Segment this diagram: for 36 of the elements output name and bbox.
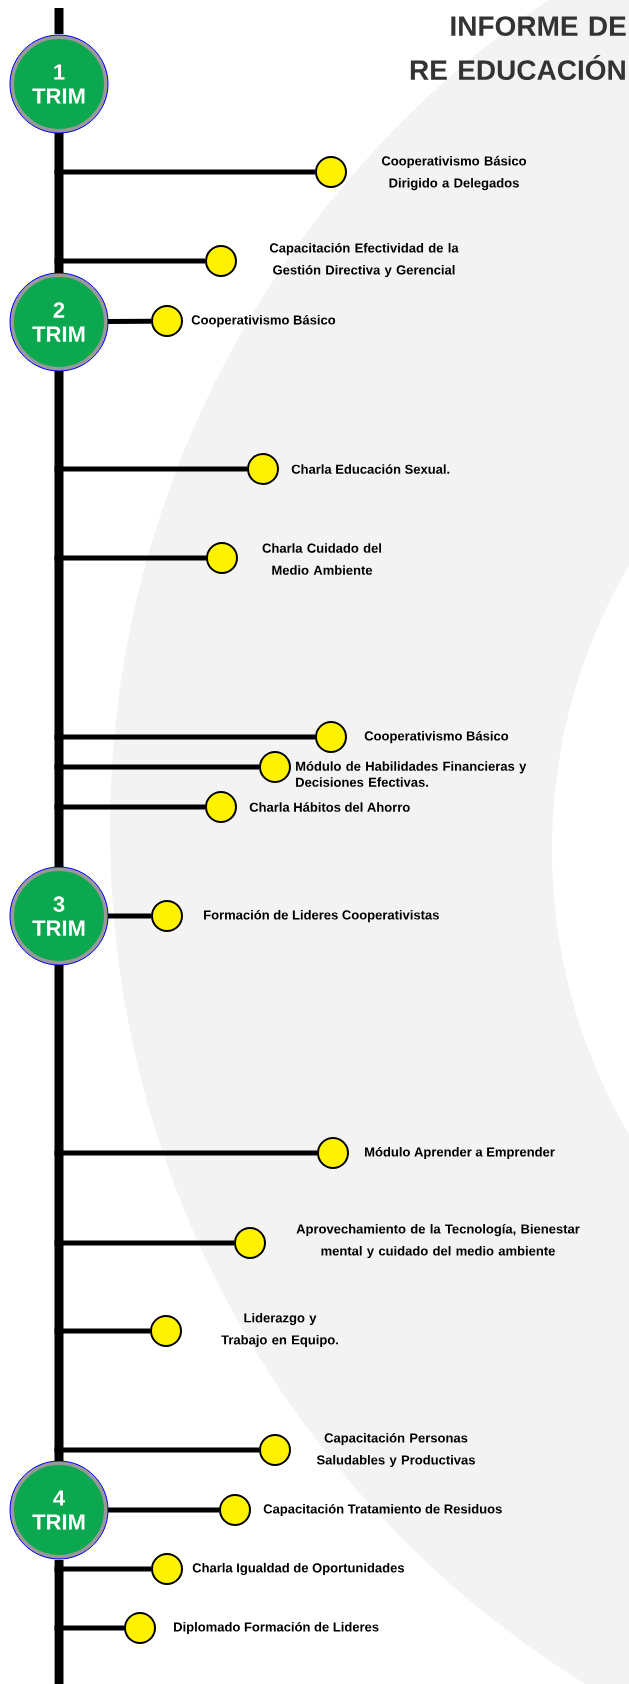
item-label: Cooperativismo Básico Dirigido a Delegados (381, 155, 527, 191)
connector-line (54, 804, 205, 810)
connector-line (54, 466, 247, 472)
item-label: Charla Cuidado del Medio Ambiente (262, 543, 381, 575)
connector-line (54, 1625, 124, 1631)
item-label: Capacitación Efectividad de la Gestión Directiva y Gerencial (269, 242, 459, 278)
connector-line (108, 1507, 219, 1513)
item-label: Capacitación Tratamiento de Residuos (263, 1503, 502, 1517)
item-label: Diplomado Formación de Lideres (174, 1621, 379, 1635)
connector-line (54, 133, 64, 273)
item-label: Módulo Aprender a Emprender (365, 1146, 555, 1160)
title: INFORME DE RE EDUCACIÓN (410, 16, 626, 81)
item-label: Charla Educación Sexual. (291, 464, 450, 474)
item-label: Liderazgo y Trabajo en Equipo. (221, 1312, 338, 1348)
item-label: Charla Hábitos del Ahorro (249, 802, 410, 812)
item-label: Formación de Lideres Cooperativistas (204, 909, 439, 923)
connector-line (108, 913, 151, 919)
item-label: Aprovechamiento de la Tecnología, Bienestar mental y cuidado del medio ambiente (296, 1223, 580, 1259)
connector-line (54, 1328, 150, 1334)
connector-line (54, 555, 206, 561)
connector-line (54, 371, 64, 867)
connector-line (54, 258, 205, 264)
connector-line (54, 169, 315, 175)
connector-line (54, 1240, 234, 1246)
item-label: Capacitación Personas Saludables y Productivas (316, 1432, 475, 1468)
item-label: Cooperativismo Básico (191, 314, 336, 328)
item-label: Cooperativismo Básico (364, 730, 509, 744)
connector-line (54, 1566, 151, 1572)
connector-line (54, 1150, 317, 1156)
connector-line (54, 1447, 259, 1453)
connector-line (54, 734, 315, 740)
connector-line (107, 318, 151, 325)
item-label: Charla Igualdad de Oportunidades (192, 1562, 405, 1576)
connector-line (54, 764, 259, 770)
item-label: Módulo de Habilidades Financieras y Decisiones Efectivas. (296, 761, 527, 787)
connector-line (54, 965, 64, 1461)
